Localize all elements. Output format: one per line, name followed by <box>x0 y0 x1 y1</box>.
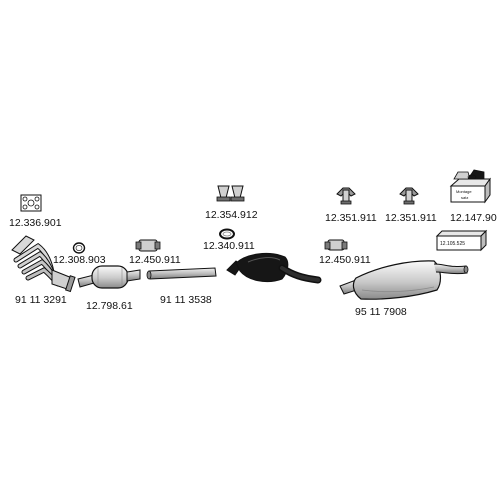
part-number-rubber-mounts: 12.354.912 <box>205 209 258 221</box>
kit-text-bottom: satz <box>461 195 468 200</box>
kit-box-number: 12.105.525 <box>440 241 465 247</box>
intermediate-pipe-icon <box>146 267 217 280</box>
exhaust-hanger-right-icon <box>399 187 419 205</box>
ring-gasket-icon <box>72 242 86 254</box>
exhaust-manifold-icon <box>11 235 76 293</box>
kit-box-icon: 12.105.525 <box>435 229 488 252</box>
part-number-manifold: 91 11 3291 <box>15 294 67 306</box>
part-number-rubber-ring: 12.340.911 <box>203 240 255 252</box>
part-number-catalytic-converter: 12.798.61 <box>86 300 133 312</box>
rubber-ring-mount-icon <box>219 228 235 240</box>
part-number-hanger-left: 12.351.911 <box>325 212 377 224</box>
part-number-hanger-right: 12.351.911 <box>385 212 437 224</box>
mounting-kit-icon: Montage satz <box>449 169 491 204</box>
rear-silencer-icon <box>339 260 469 300</box>
part-number-intermediate-pipe: 91 11 3538 <box>160 294 212 306</box>
kit-text-top: Montage <box>456 189 472 194</box>
part-number-clamp-rear: 12.450.911 <box>319 254 371 266</box>
pipe-clamp-front-icon <box>135 239 161 252</box>
pipe-clamp-rear-icon <box>324 239 348 251</box>
rubber-mount-pair-icon <box>216 185 245 202</box>
part-number-rear-silencer: 95 11 7908 <box>355 306 407 318</box>
exhaust-hanger-left-icon <box>336 187 356 205</box>
part-number-mounting-kit: 12.147.90 <box>450 212 497 224</box>
catalytic-converter-icon <box>77 265 141 289</box>
part-number-clamp-front: 12.450.911 <box>129 254 181 266</box>
part-number-ring-gasket: 12.308.903 <box>53 254 106 266</box>
part-number-gasket: 12.336.901 <box>9 217 62 229</box>
center-silencer-icon <box>226 252 322 284</box>
flange-gasket-icon <box>20 194 42 212</box>
